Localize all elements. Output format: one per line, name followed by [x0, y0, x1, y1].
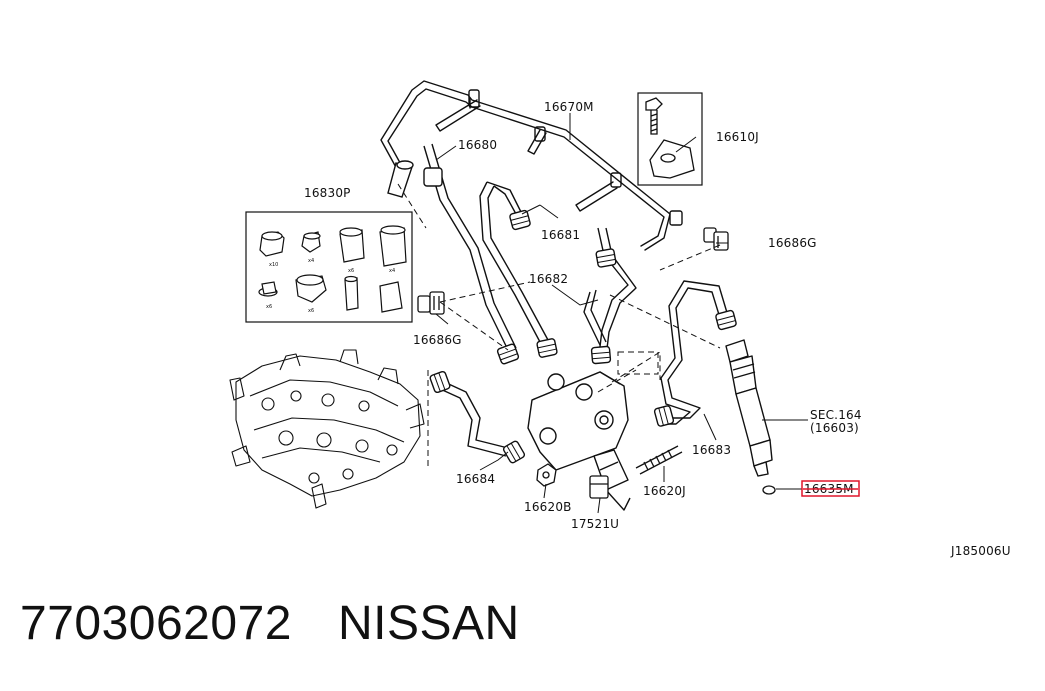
- engine-block-sketch: [229, 349, 425, 509]
- label-sec164: SEC.164: [810, 408, 862, 422]
- leader-lines: [435, 113, 808, 514]
- qty-label: x6: [308, 308, 314, 314]
- label-17521U: 17521U: [571, 517, 619, 531]
- label-16620B: 16620B: [524, 500, 572, 514]
- injection-pipe-16684: [437, 379, 509, 457]
- kit-quantity-marks: x10 x4 x6 x4 x6 x6: [266, 258, 395, 314]
- highlight-16635M[interactable]: 16635M: [801, 480, 860, 497]
- diagram-code: J185006U: [950, 544, 1011, 558]
- label-16670M: 16670M: [544, 100, 594, 114]
- injection-pipe-16682: [583, 227, 637, 358]
- label-16682: 16682: [529, 272, 568, 286]
- fuel-rail: [527, 371, 631, 511]
- label-16683: 16683: [692, 443, 731, 457]
- injector-sec164: [725, 339, 773, 477]
- clamp-16686G-right: [703, 227, 729, 251]
- part-number: 7703062072: [20, 597, 292, 650]
- injection-pipe-16680: [423, 143, 517, 351]
- reference-lines: [397, 183, 721, 466]
- highlight-box: [801, 480, 860, 497]
- qty-label: x6: [348, 268, 354, 274]
- label-16830P: 16830P: [304, 186, 351, 200]
- seal-kit-16830P: [245, 211, 413, 323]
- qty-label: x4: [308, 258, 314, 264]
- label-16620J: 16620J: [643, 484, 686, 498]
- label-16686G-left: 16686G: [413, 333, 462, 347]
- label-sec164-ref: (16603): [810, 421, 859, 435]
- qty-label: x6: [266, 304, 272, 310]
- brand-name: NISSAN: [337, 597, 520, 650]
- label-16610J: 16610J: [716, 130, 759, 144]
- label-16684: 16684: [456, 472, 495, 486]
- qty-label: x4: [389, 268, 395, 274]
- clamp-16686G-left: [417, 291, 445, 315]
- clamp-kit-16610J: [637, 92, 703, 186]
- nut-16620B: [536, 463, 557, 487]
- qty-label: x10: [269, 262, 278, 268]
- stud-16620J: [635, 445, 683, 475]
- injection-pipe-16683: [660, 280, 729, 425]
- injection-pipe-16681: [479, 181, 549, 343]
- pressure-sensor-17521U: [589, 475, 609, 499]
- washer-16635M: [762, 485, 776, 495]
- return-pipe-end-hose: [387, 160, 414, 198]
- return-pipe-16670M: [380, 80, 683, 251]
- label-16686G-right: 16686G: [768, 236, 817, 250]
- label-16680: 16680: [458, 138, 497, 152]
- footer-caption: 7703062072 NISSAN: [20, 596, 520, 651]
- label-16681: 16681: [541, 228, 580, 242]
